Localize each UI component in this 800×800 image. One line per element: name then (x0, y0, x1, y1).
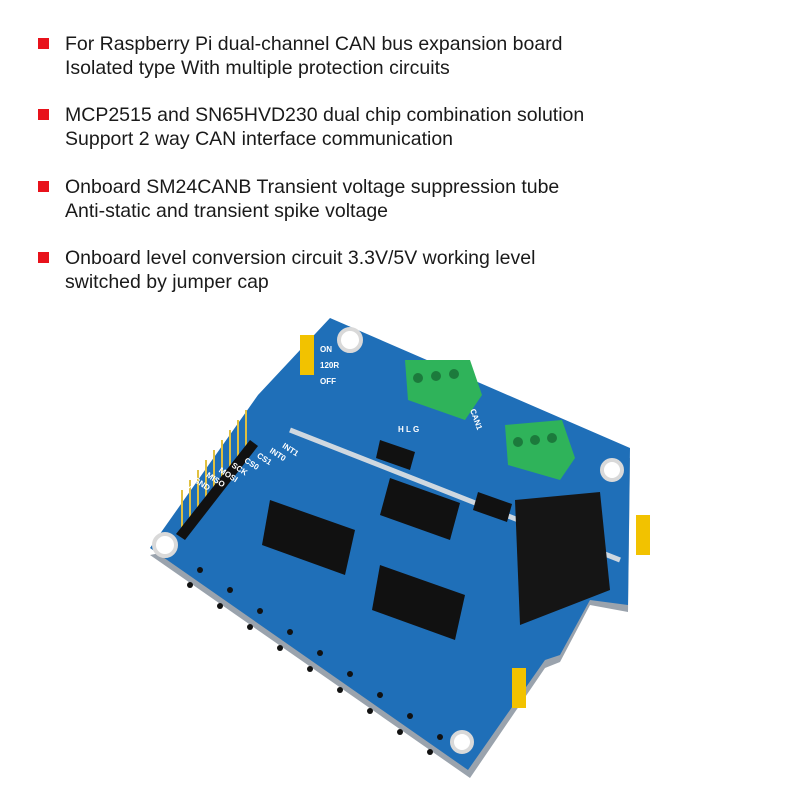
header-base (176, 440, 258, 540)
pin-header (181, 410, 247, 530)
mount-hole (600, 458, 624, 482)
jumper-cap (512, 668, 526, 708)
gpio-holes (187, 567, 443, 755)
chip-small (473, 492, 512, 522)
feature-line: Isolated type With multiple protection c… (65, 57, 450, 79)
chip-small (376, 440, 415, 470)
isolation-module (515, 492, 610, 625)
jumper-cap (636, 515, 650, 555)
chip-sn65hvd230 (372, 565, 465, 640)
jumper-label: 120R (320, 361, 339, 370)
feature-line: For Raspberry Pi dual-channel CAN bus ex… (65, 33, 563, 55)
can-terminal (505, 420, 575, 480)
feature-line: Anti-static and transient spike voltage (65, 200, 389, 222)
jumper-cap (300, 335, 314, 375)
jumper-label: OFF (320, 377, 336, 386)
mount-hole (152, 532, 178, 558)
can-terminal (405, 360, 482, 420)
feature-line: Support 2 way CAN interface communicatio… (65, 128, 454, 150)
mount-hole (450, 730, 474, 754)
feature-line: Onboard SM24CANB Transient voltage suppr… (65, 176, 560, 198)
bullet-icon (38, 252, 49, 263)
chip-mcp2515 (262, 500, 355, 575)
feature-line: MCP2515 and SN65HVD230 dual chip combina… (65, 104, 585, 126)
mount-hole (337, 327, 363, 353)
feature-line: switched by jumper cap (65, 271, 269, 293)
bullet-icon (38, 38, 49, 49)
terminal-pin-label: H L G (398, 425, 419, 434)
bullet-icon (38, 109, 49, 120)
chip-mcp2515 (380, 478, 460, 540)
feature-line: Onboard level conversion circuit 3.3V/5V… (65, 247, 536, 269)
bullet-icon (38, 181, 49, 192)
jumper-label: ON (320, 345, 332, 354)
